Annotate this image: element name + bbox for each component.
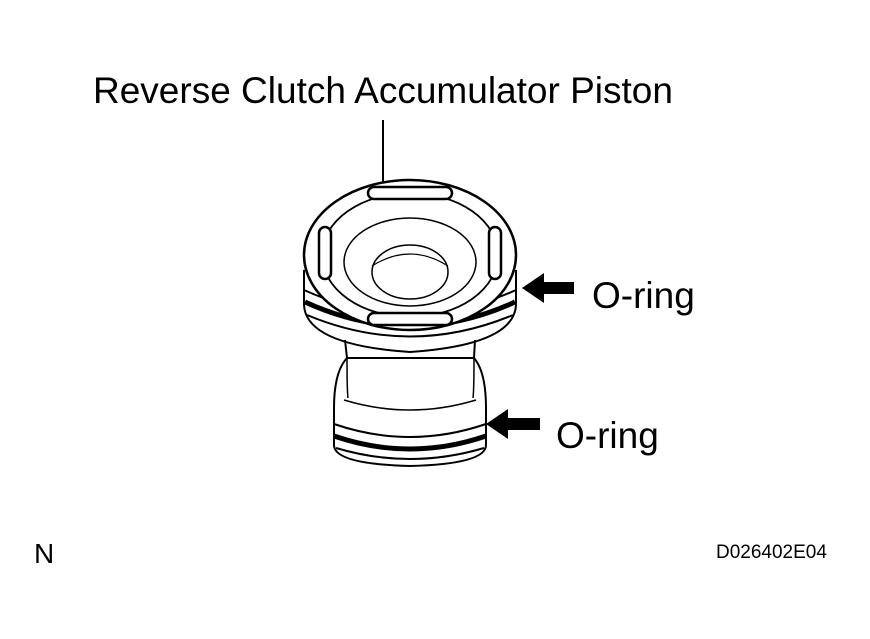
- piston-lower-body: [333, 357, 487, 468]
- oil-slot-bottom: [366, 311, 454, 327]
- lower-o-ring-label: O-ring: [556, 415, 659, 456]
- oil-slot-left: [317, 225, 333, 281]
- upper-o-ring-arrow: [522, 273, 574, 303]
- figure-code: D026402E04: [716, 542, 827, 563]
- oil-slot-top: [366, 185, 454, 201]
- upper-o-ring-label: O-ring: [592, 275, 695, 316]
- corner-mark: N: [34, 538, 55, 569]
- piston-top-face: [302, 178, 518, 332]
- lower-o-ring-arrow: [486, 409, 540, 439]
- oil-slot-right: [487, 225, 503, 281]
- diagram-title: Reverse Clutch Accumulator Piston: [93, 70, 673, 111]
